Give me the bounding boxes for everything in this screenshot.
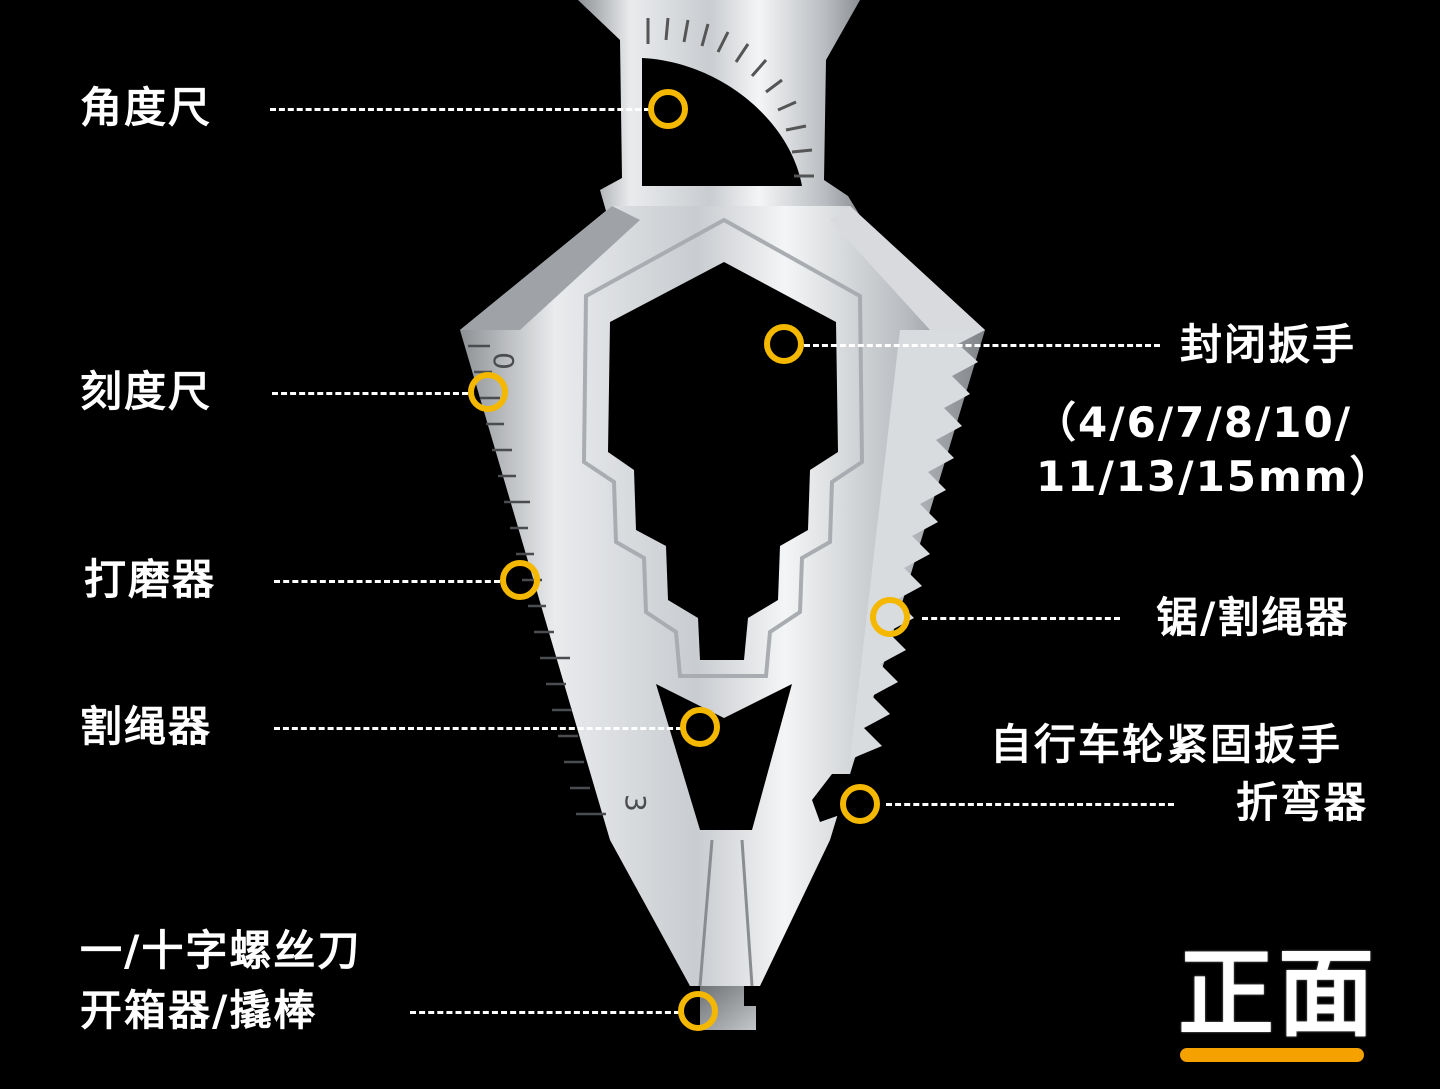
saw-teeth [850, 330, 985, 760]
marker-saw [870, 597, 910, 637]
marker-box-wrench [764, 324, 804, 364]
angle-ruler-window [642, 58, 802, 186]
leader-screwdriver [410, 1011, 680, 1014]
leader-sharpener [274, 580, 500, 583]
marker-rope-cutter [680, 707, 720, 747]
label-scale-ruler: 刻度尺 [80, 367, 213, 416]
angle-ruler-ticks [646, 17, 814, 178]
marker-scale-ruler [468, 372, 508, 412]
marker-bender [840, 784, 880, 824]
leader-angle-ruler [270, 108, 650, 111]
leader-box-wrench [804, 344, 1160, 347]
leader-bender [886, 803, 1174, 806]
face-title-underline [1180, 1048, 1364, 1062]
leader-saw [922, 617, 1120, 620]
marker-angle-ruler [648, 89, 688, 129]
label-bender: 折弯器 [1236, 778, 1369, 827]
marker-screwdriver [678, 991, 718, 1031]
face-title: 正面 [1178, 938, 1378, 1050]
ruler-mark-zero: 0 [487, 352, 520, 370]
ruler-mark-three: 3 [619, 794, 652, 812]
label-box-wrench-sizes-2: 11/13/15mm） [1036, 452, 1394, 501]
leader-rope-cutter [274, 727, 682, 730]
leader-scale-ruler [272, 392, 468, 395]
label-box-wrench: 封闭扳手 [1180, 320, 1357, 369]
label-sharpener: 打磨器 [84, 555, 217, 604]
label-screwdriver-line1: 一/十字螺丝刀 [80, 926, 362, 975]
label-bike-wrench: 自行车轮紧固扳手 [990, 720, 1343, 769]
label-rope-cutter: 割绳器 [80, 702, 213, 751]
label-screwdriver-line2: 开箱器/撬棒 [80, 986, 318, 1035]
marker-sharpener [500, 560, 540, 600]
label-box-wrench-sizes-1: （4/6/7/8/10/ [1034, 398, 1353, 447]
label-saw-rope-cutter: 锯/割绳器 [1156, 593, 1350, 642]
label-angle-ruler: 角度尺 [80, 83, 213, 132]
